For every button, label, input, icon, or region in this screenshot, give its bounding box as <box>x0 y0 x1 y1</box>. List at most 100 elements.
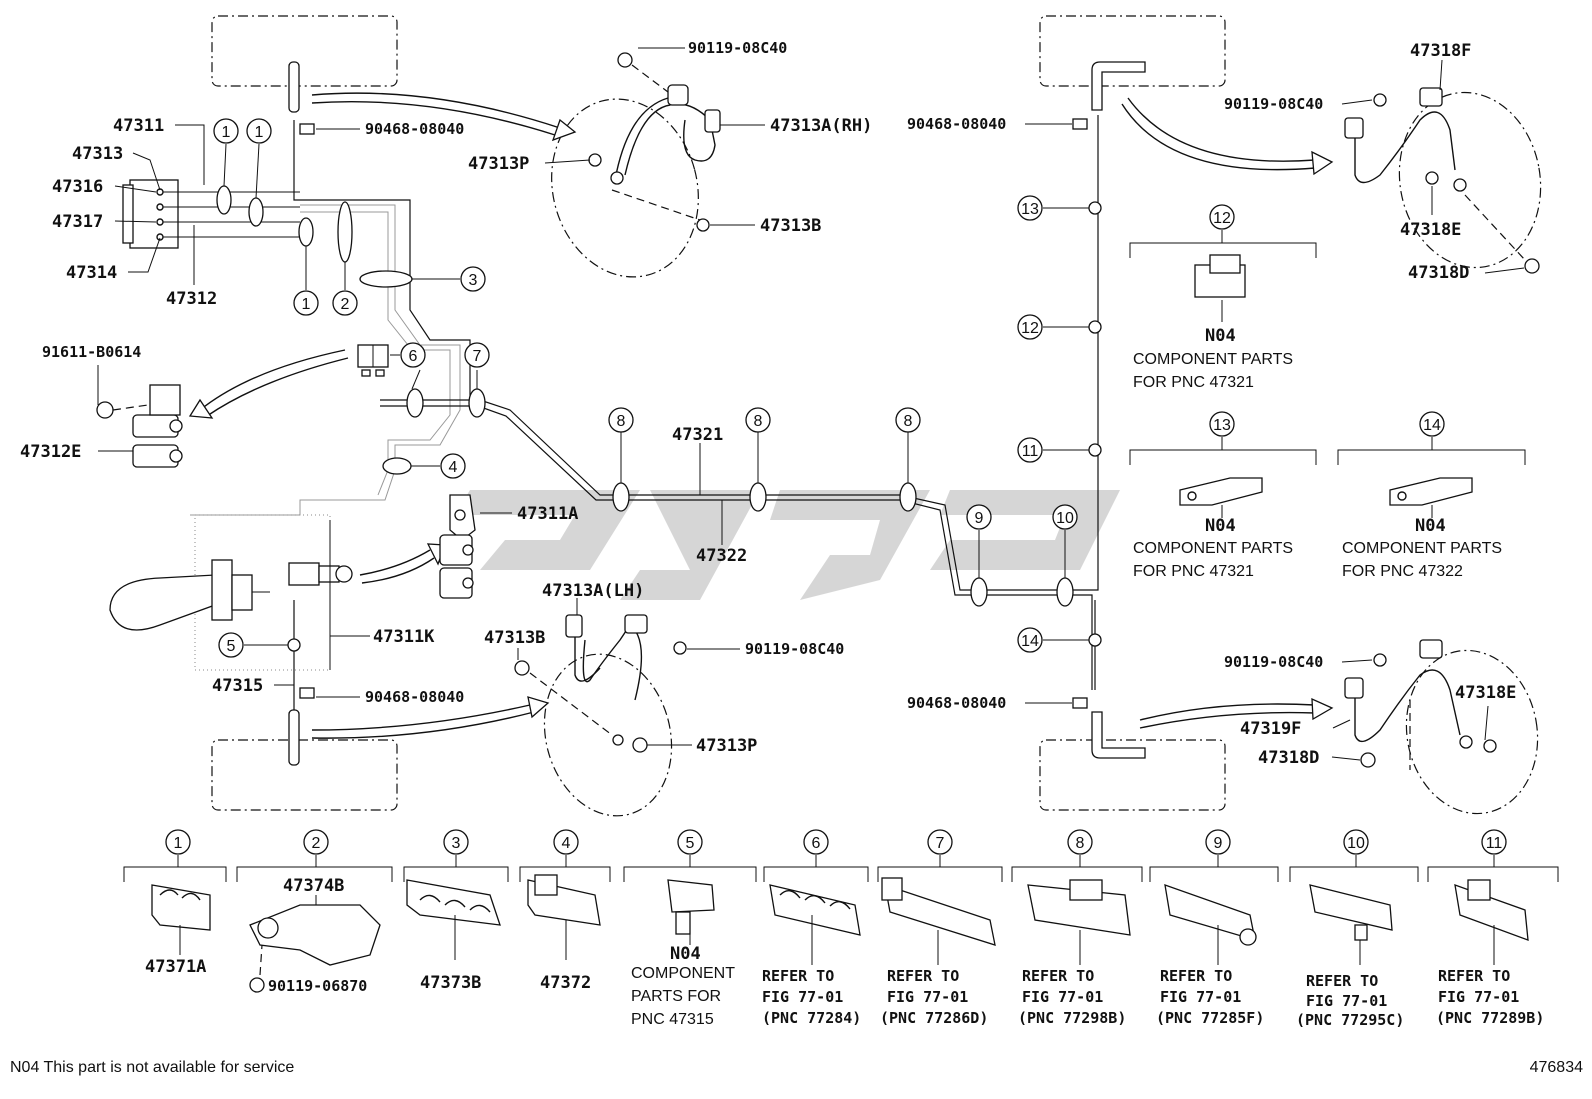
legend-8-refer: REFER TO <box>1022 967 1094 985</box>
component-parts-14-line2: FOR PNC 47322 <box>1342 563 1463 580</box>
part-number-labels: 47311 47313 47316 47317 47314 47312 9161… <box>20 39 1516 768</box>
component-parts-14-line1: COMPONENT PARTS <box>1342 540 1502 557</box>
callout-13: 13 <box>1021 201 1039 218</box>
label-47312E: 47312E <box>20 442 81 462</box>
arrow-to-front-left <box>311 92 561 129</box>
label-90119-08C40-bot: 90119-08C40 <box>745 640 844 658</box>
callout-9: 9 <box>975 510 984 527</box>
legend-7-pnc: (PNC 77286D) <box>880 1009 988 1027</box>
label-90119-08C40-top: 90119-08C40 <box>688 39 787 57</box>
callout-14: 14 <box>1021 633 1039 650</box>
arrowhead-front-left <box>551 118 577 142</box>
legend-7-fig: FIG 77-01 <box>887 988 968 1006</box>
label-47317: 47317 <box>52 212 103 232</box>
rear-right-caliper-area <box>1405 649 1539 815</box>
legend-callout-5: 5 <box>686 835 695 852</box>
legend-n04-5: N04 <box>670 944 701 964</box>
label-47315: 47315 <box>212 676 263 696</box>
arrow-to-front-right <box>1127 97 1316 162</box>
component-parts-13-line1: COMPONENT PARTS <box>1133 540 1293 557</box>
front-right-caliper-area <box>1398 91 1542 269</box>
label-47314: 47314 <box>66 263 117 283</box>
label-47313A-RH: 47313A(RH) <box>770 116 872 136</box>
legend-callout-6: 6 <box>812 835 821 852</box>
label-47316: 47316 <box>52 177 103 197</box>
legend-callout-10: 10 <box>1347 835 1365 852</box>
n04-label-13: N04 <box>1205 516 1236 536</box>
label-90468-08040-topleft: 90468-08040 <box>365 120 464 138</box>
front-right-flex-hose <box>1344 87 1540 274</box>
legend-8-fig: FIG 77-01 <box>1022 988 1103 1006</box>
legend-6-pnc: (PNC 77284) <box>762 1009 861 1027</box>
callout-13-component: 13 <box>1213 417 1231 434</box>
bracket-47311A <box>439 494 476 599</box>
component-bracket-12 <box>1129 230 1317 322</box>
arrow-to-clamp-47312E <box>199 349 346 411</box>
label-47321: 47321 <box>672 425 723 445</box>
legend-callout-7: 7 <box>936 835 945 852</box>
label-90468-08040-topright: 90468-08040 <box>907 115 1006 133</box>
legend-brackets <box>123 855 1559 882</box>
callout-leader-lines <box>97 47 1525 761</box>
label-47318D-bot: 47318D <box>1258 748 1319 768</box>
arrow-to-rear-right <box>1139 703 1316 721</box>
label-90468-08040-botright: 90468-08040 <box>907 694 1006 712</box>
label-47311K: 47311K <box>373 627 435 647</box>
callout-10: 10 <box>1056 510 1074 527</box>
arrow-to-rear-left <box>311 704 531 731</box>
legend-9-refer: REFER TO <box>1160 967 1232 985</box>
legend-callout-4: 4 <box>562 835 571 852</box>
front-left-flex-hose <box>588 52 721 232</box>
main-brake-pipes <box>380 115 1099 690</box>
legend-5-line1: COMPONENT <box>631 965 735 982</box>
rear-left-flex-hose <box>514 614 687 753</box>
label-47312: 47312 <box>166 289 217 309</box>
legend-47372: 47372 <box>540 973 591 993</box>
n04-label-14: N04 <box>1415 516 1446 536</box>
legend-47373B: 47373B <box>420 973 481 993</box>
legend-callout-2: 2 <box>312 835 321 852</box>
label-47313P-top: 47313P <box>468 154 529 174</box>
component-notes: N04 COMPONENT PARTS FOR PNC 47321 N04 CO… <box>1133 326 1502 580</box>
callout-4: 4 <box>449 459 458 476</box>
legend-row-labels: 47371A 47374B 90119-06870 47373B 47372 N… <box>145 876 1544 1029</box>
callout-1a: 1 <box>222 124 231 141</box>
legend-10-refer: REFER TO <box>1306 972 1378 990</box>
label-47318E-bot: 47318E <box>1455 683 1516 703</box>
label-47318E-top: 47318E <box>1400 220 1461 240</box>
legend-10-fig: FIG 77-01 <box>1306 992 1387 1010</box>
rear-right-flex-hose <box>1344 639 1497 770</box>
label-47313P-bot: 47313P <box>696 736 757 756</box>
legend-7-refer: REFER TO <box>887 967 959 985</box>
callout-8a: 8 <box>617 413 626 430</box>
front-left-wheel-box <box>211 15 398 87</box>
callout-circles: 1 1 1 2 3 6 7 4 5 8 8 8 9 10 13 12 11 14… <box>165 118 1507 855</box>
brake-booster <box>109 559 270 631</box>
legend-90119-06870: 90119-06870 <box>268 977 367 995</box>
master-cylinder-block <box>122 179 300 249</box>
label-47322: 47322 <box>696 546 747 566</box>
label-47311A: 47311A <box>517 504 578 524</box>
footer-note: N04 This part is not available for servi… <box>10 1059 294 1076</box>
label-47313B-top: 47313B <box>760 216 821 236</box>
front-right-brake-pipe <box>1072 61 1146 130</box>
legend-10-pnc: (PNC 77295C) <box>1296 1011 1404 1029</box>
label-90468-08040-botleft: 90468-08040 <box>365 688 464 706</box>
front-left-brake-pipe <box>190 61 471 516</box>
callout-6: 6 <box>409 348 418 365</box>
legend-5-line2: PARTS FOR <box>631 988 721 1005</box>
component-parts-12-line1: COMPONENT PARTS <box>1133 351 1293 368</box>
rear-left-caliper-area <box>543 653 673 817</box>
label-47319F: 47319F <box>1240 719 1301 739</box>
callout-3: 3 <box>469 272 478 289</box>
rear-right-brake-pipe <box>1072 697 1146 759</box>
legend-callout-1: 1 <box>174 835 183 852</box>
rear-right-wheel-box <box>1039 739 1226 811</box>
callout-8b: 8 <box>754 413 763 430</box>
label-47311: 47311 <box>113 116 164 136</box>
legend-clamp-drawings <box>151 874 1529 993</box>
component-bracket-13 <box>1129 437 1317 518</box>
callout-14-component: 14 <box>1423 417 1441 434</box>
callout-2: 2 <box>341 296 350 313</box>
rear-left-wheel-box <box>211 739 398 811</box>
